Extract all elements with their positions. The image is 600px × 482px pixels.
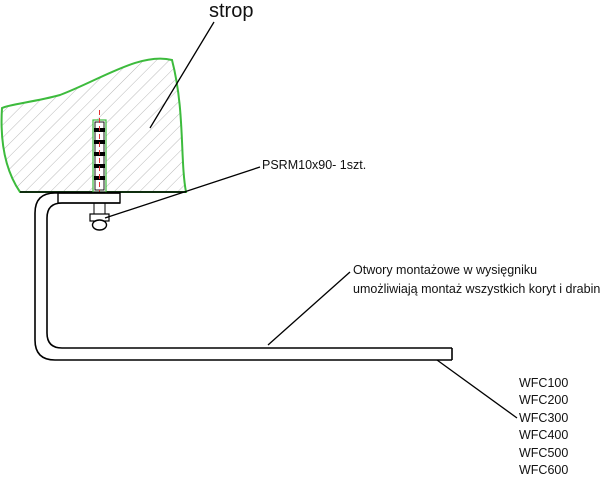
leader-ceiling bbox=[149, 21, 215, 129]
mounting-holes-label-line2: umożliwiają montaż wszystkich koryt i dr… bbox=[353, 282, 600, 296]
model-item: WFC100 bbox=[519, 376, 569, 390]
mounting-holes-label-line1: Otwory montażowe w wysięgniku bbox=[353, 263, 538, 277]
leader-models bbox=[436, 359, 518, 419]
leader-holes bbox=[267, 271, 351, 346]
model-item: WFC500 bbox=[519, 445, 569, 460]
model-item: WFC300 bbox=[519, 410, 569, 425]
bracket-arm-outer bbox=[34, 192, 452, 361]
model-item: WFC400 bbox=[519, 428, 569, 443]
leader-anchor bbox=[104, 166, 261, 219]
bracket-plate bbox=[57, 192, 121, 204]
model-item: WFC200 bbox=[519, 393, 569, 408]
ceiling-label: strop bbox=[209, 0, 254, 22]
anchor-label: PSRM10x90- 1szt. bbox=[262, 158, 367, 172]
model-list: WFC100 WFC200 WFC300 WFC400 WFC500 WFC60… bbox=[519, 375, 568, 479]
bracket-arm-inner bbox=[46, 202, 452, 349]
anchor-bolt-icon bbox=[89, 110, 110, 231]
model-item: WFC600 bbox=[519, 463, 569, 478]
